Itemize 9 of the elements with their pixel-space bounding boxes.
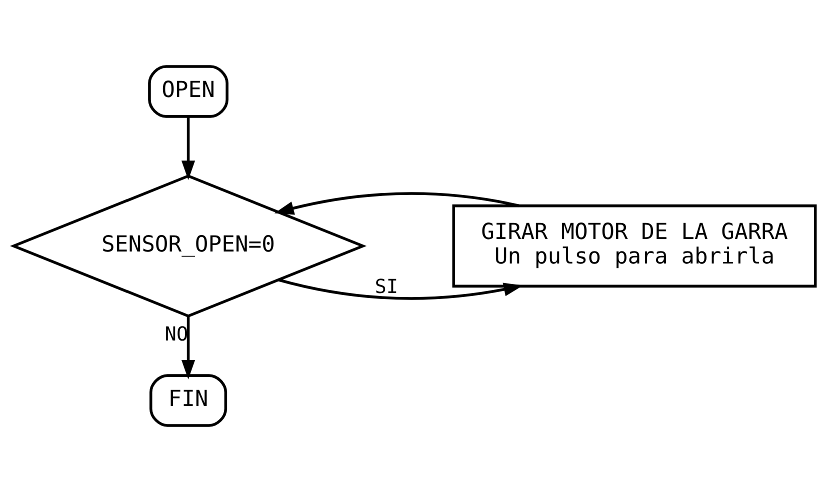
arrow [181, 316, 196, 379]
edge-label: SI [374, 274, 398, 298]
edge-label: NO [164, 322, 188, 346]
node-box: FIN [149, 374, 228, 426]
arrow [181, 116, 196, 180]
node-box: GIRAR MOTOR DE LA GARRA Un pulso para abrirla [452, 204, 817, 288]
node-box: OPEN [148, 64, 228, 118]
arrow [274, 192, 520, 214]
node-diamond: SENSOR_OPEN=0 [10, 174, 367, 317]
